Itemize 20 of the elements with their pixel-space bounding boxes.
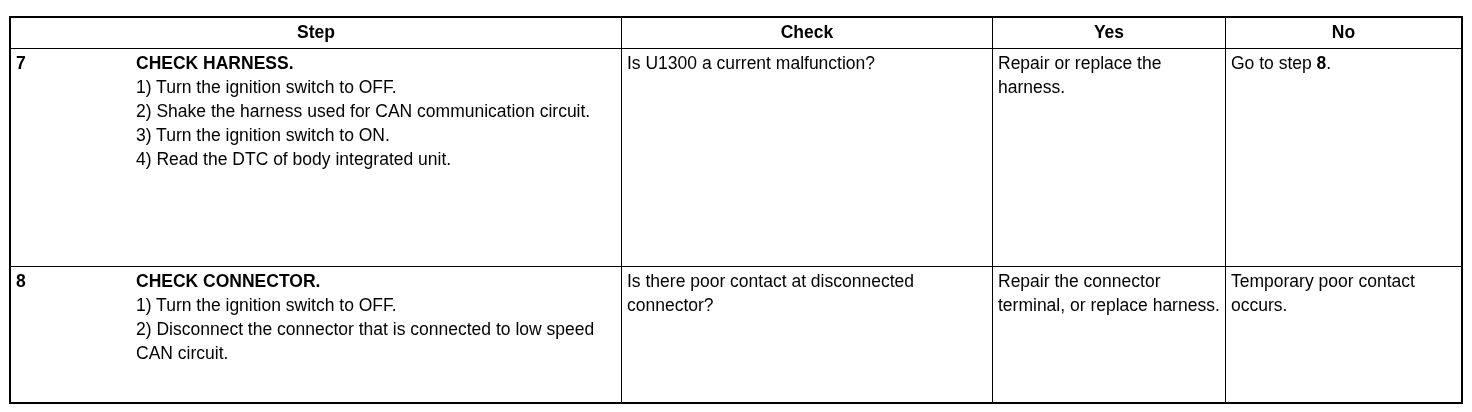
column-header: Check: [779, 21, 835, 44]
instruction-text: 2) Shake the harness used for CAN communication circuit.: [136, 100, 592, 123]
step-number: 7: [16, 52, 27, 75]
column-header: Step: [296, 21, 336, 44]
column-header: Yes: [1092, 21, 1126, 44]
instruction-text: 1) Turn the ignition switch to OFF.: [136, 294, 398, 317]
step-heading: CHECK CONNECTOR.: [136, 270, 322, 293]
check-question: Is there poor contact at disconnected connector?: [627, 270, 915, 317]
instruction-text: 4) Read the DTC of body integrated unit.: [136, 148, 453, 171]
yes-action: Repair the connector terminal, or replace harness.: [998, 270, 1220, 317]
no-action: Temporary poor contact occurs.: [1231, 270, 1416, 317]
no-action: Go to step 8.: [1231, 52, 1333, 75]
check-question: Is U1300 a current malfunction?: [627, 52, 877, 75]
step-number: 8: [16, 270, 27, 293]
instruction-text: 3) Turn the ignition switch to ON.: [136, 124, 391, 147]
instruction-text: 2) Disconnect the connector that is connected to low speed CAN circuit.: [136, 318, 596, 365]
yes-action: Repair or replace the harness.: [998, 52, 1163, 99]
column-header: No: [1330, 21, 1357, 44]
instruction-text: 1) Turn the ignition switch to OFF.: [136, 76, 398, 99]
step-heading: CHECK HARNESS.: [136, 52, 295, 75]
